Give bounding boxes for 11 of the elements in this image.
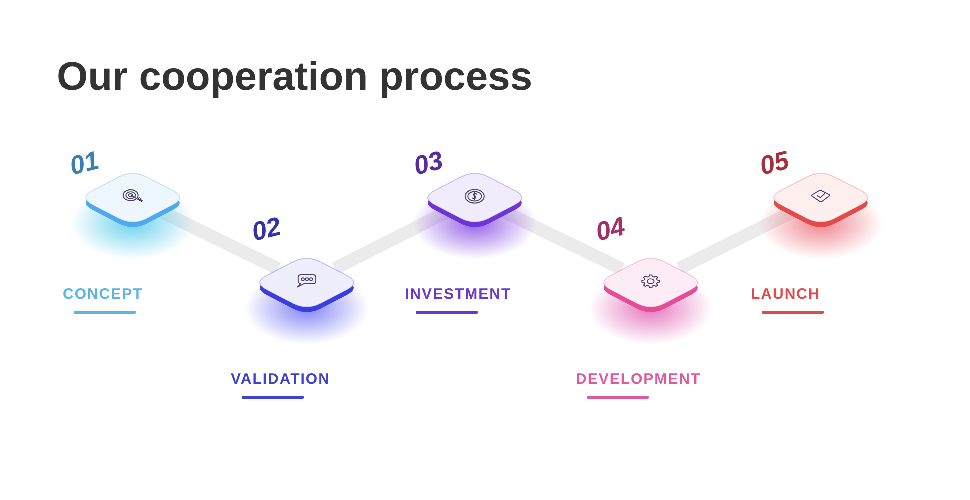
step-number: 04 — [593, 212, 628, 246]
step-number: 03 — [411, 146, 446, 180]
page-title: Our cooperation process — [57, 54, 533, 100]
step-label: DEVELOPMENT — [576, 371, 702, 389]
step-label: VALIDATION — [231, 371, 330, 389]
step-number: 02 — [249, 212, 284, 246]
step-label: CONCEPT — [63, 286, 144, 304]
step-number: 05 — [757, 146, 792, 180]
step-label: LAUNCH — [751, 286, 820, 304]
step-label: INVESTMENT — [405, 286, 512, 304]
step-number: 01 — [67, 146, 102, 180]
